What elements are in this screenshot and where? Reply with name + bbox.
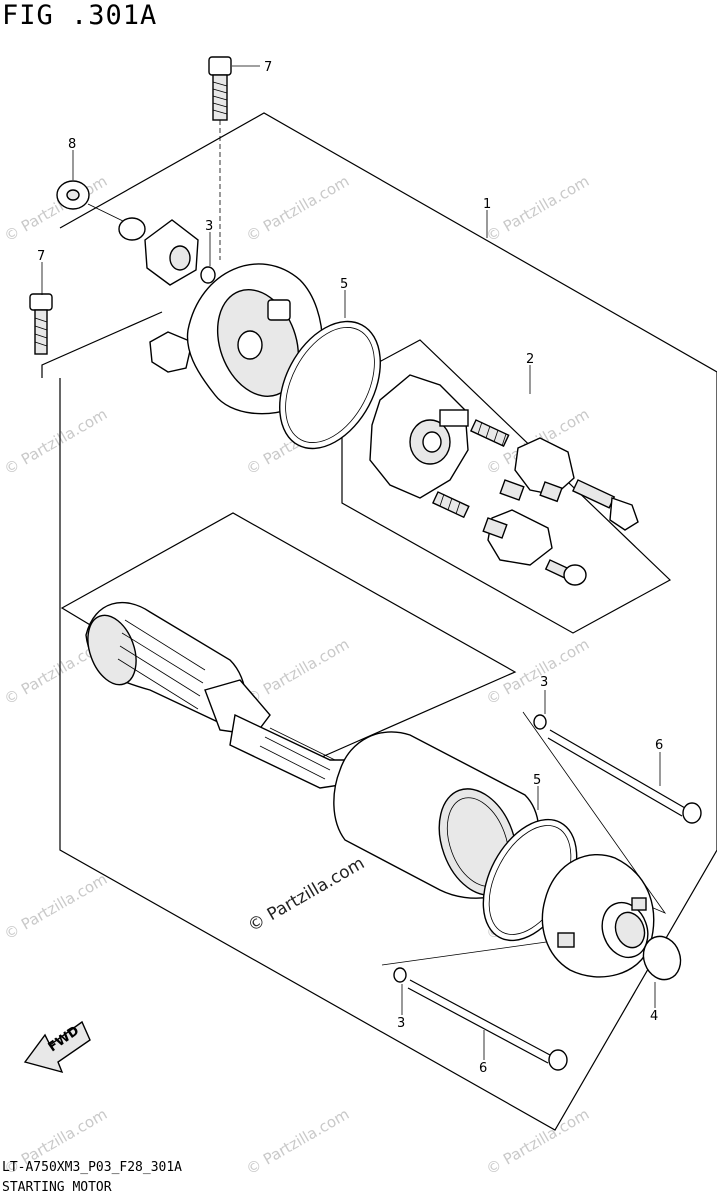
callout-4: 4 xyxy=(650,1009,658,1024)
brush-holder-plate xyxy=(369,374,469,499)
o-ring-part-3-top xyxy=(200,266,216,284)
callout-6: 6 xyxy=(655,738,663,753)
callout-7: 7 xyxy=(264,60,272,75)
washer-part-3-upper xyxy=(533,714,547,730)
watermark: © Partzilla.com xyxy=(483,635,592,708)
rear-end-cover xyxy=(541,854,655,978)
armature xyxy=(85,601,346,789)
watermark: © Partzilla.com xyxy=(483,1105,592,1178)
drawing-name: STARTING MOTOR xyxy=(2,1180,112,1195)
terminal-bolt xyxy=(571,479,639,531)
callout-7: 7 xyxy=(37,249,45,264)
callout-3: 3 xyxy=(540,675,548,690)
watermark: © Partzilla.com xyxy=(243,635,352,708)
assembly-outline xyxy=(59,112,717,1131)
brush-plate xyxy=(499,437,575,503)
callout-5: 5 xyxy=(340,277,348,292)
callout-3: 3 xyxy=(205,219,213,234)
brush-spring xyxy=(431,491,470,519)
callout-2: 2 xyxy=(526,352,534,367)
callout-5: 5 xyxy=(533,773,541,788)
watermark: © Partzilla.com xyxy=(243,1105,352,1178)
through-bolt-part-6-upper xyxy=(547,729,702,824)
callout-leaders xyxy=(41,65,661,1060)
callout-1: 1 xyxy=(483,197,491,212)
watermark: © Partzilla.com xyxy=(483,172,592,245)
o-ring-part-4 xyxy=(642,935,682,981)
watermark: © Partzilla.com xyxy=(243,172,352,245)
o-ring-part-5-top-inner xyxy=(285,327,375,443)
callout-3: 3 xyxy=(397,1016,405,1031)
through-bolt-part-6-lower xyxy=(407,979,568,1071)
brush-plate xyxy=(482,509,553,566)
callout-8: 8 xyxy=(68,137,76,152)
brush-holder-box xyxy=(341,339,672,634)
washer-part-3-lower xyxy=(393,967,407,983)
bolt-part-7-top xyxy=(208,56,232,260)
bolt-part-7-left xyxy=(29,293,53,355)
watermark: © Partzilla.com xyxy=(1,870,110,943)
figure-title: FIG .301A xyxy=(2,0,158,31)
nut-part-8 xyxy=(56,180,199,286)
watermark: © Partzilla.com xyxy=(1,405,110,478)
brush-spring xyxy=(469,419,510,448)
watermark-main: © Partzilla.com xyxy=(245,853,369,936)
callout-6: 6 xyxy=(479,1061,487,1076)
brush-screw xyxy=(544,559,587,586)
drawing-code: LT-A750XM3_P03_F28_301A xyxy=(2,1160,183,1175)
bracket-leader xyxy=(41,311,163,378)
fwd-arrow-icon: FWD xyxy=(23,1020,91,1074)
